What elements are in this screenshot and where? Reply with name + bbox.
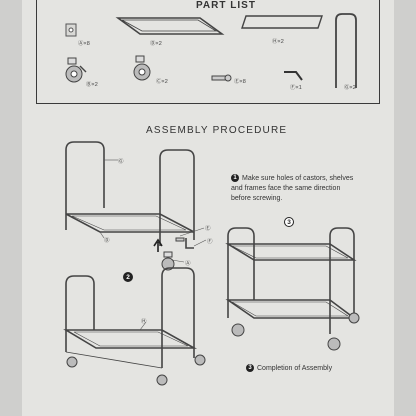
step1-text: Make sure holes of castors, shelves and …	[231, 175, 354, 202]
step1-callout-d: Ⓓ	[104, 238, 110, 244]
part-g-frame	[335, 13, 357, 88]
part-d-shelf	[115, 17, 225, 35]
step1-callout-f: Ⓕ	[207, 239, 213, 245]
part-list-box	[36, 0, 380, 104]
step1-callout-e: Ⓔ	[205, 226, 211, 232]
part-a-label: Ⓐ×8	[78, 41, 90, 47]
part-e-label: Ⓔ×8	[234, 79, 246, 85]
part-c-label: Ⓒ×2	[156, 79, 168, 85]
step1-callout-a: Ⓐ	[185, 261, 191, 267]
part-a-bracket	[65, 23, 77, 37]
step1-bullet: 1	[231, 174, 239, 183]
part-c-castor	[133, 55, 151, 81]
step2-callout-h: Ⓗ	[141, 319, 147, 325]
completion-text: Completion of Assembly	[257, 364, 333, 372]
part-g-label: Ⓖ×2	[344, 85, 356, 91]
part-f-label: Ⓕ×1	[290, 85, 302, 91]
part-b-castor	[65, 57, 87, 83]
part-e-screw	[211, 74, 232, 82]
part-h-label: Ⓗ×2	[272, 39, 284, 45]
assembly-title: ASSEMBLY PROCEDURE	[146, 125, 288, 136]
part-b-label: Ⓑ×2	[86, 82, 98, 88]
step1-callout-g: Ⓖ	[118, 159, 124, 165]
part-f-allen-key	[284, 71, 303, 81]
step3-number: 3	[284, 217, 294, 227]
part-h-bar	[241, 15, 323, 29]
part-list-title: PART LIST	[196, 0, 256, 11]
completion-bullet: 3	[246, 364, 254, 372]
step2-number: 2	[123, 272, 133, 282]
part-d-label: Ⓓ×2	[150, 41, 162, 47]
